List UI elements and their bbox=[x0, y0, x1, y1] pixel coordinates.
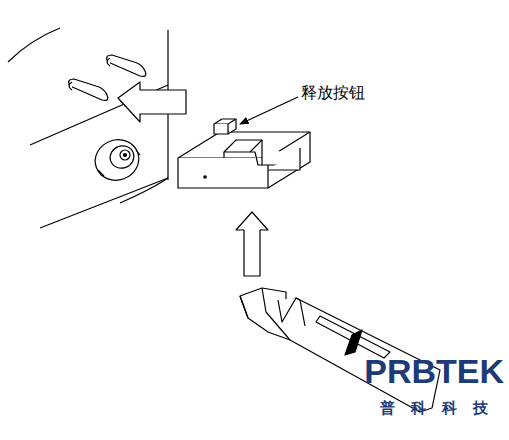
attach-arrow bbox=[236, 212, 268, 276]
release-button bbox=[214, 119, 236, 134]
probe-head bbox=[178, 132, 310, 188]
watermark: 普科科技 bbox=[380, 400, 504, 417]
bnc-connector bbox=[89, 134, 144, 187]
insert-arrow bbox=[118, 82, 186, 122]
instrument-panel bbox=[8, 28, 168, 228]
leader-line bbox=[240, 97, 298, 124]
part-label: 释放按钮 bbox=[301, 84, 365, 102]
probe-body bbox=[240, 288, 440, 412]
watermark: PRBTEK bbox=[364, 353, 504, 390]
